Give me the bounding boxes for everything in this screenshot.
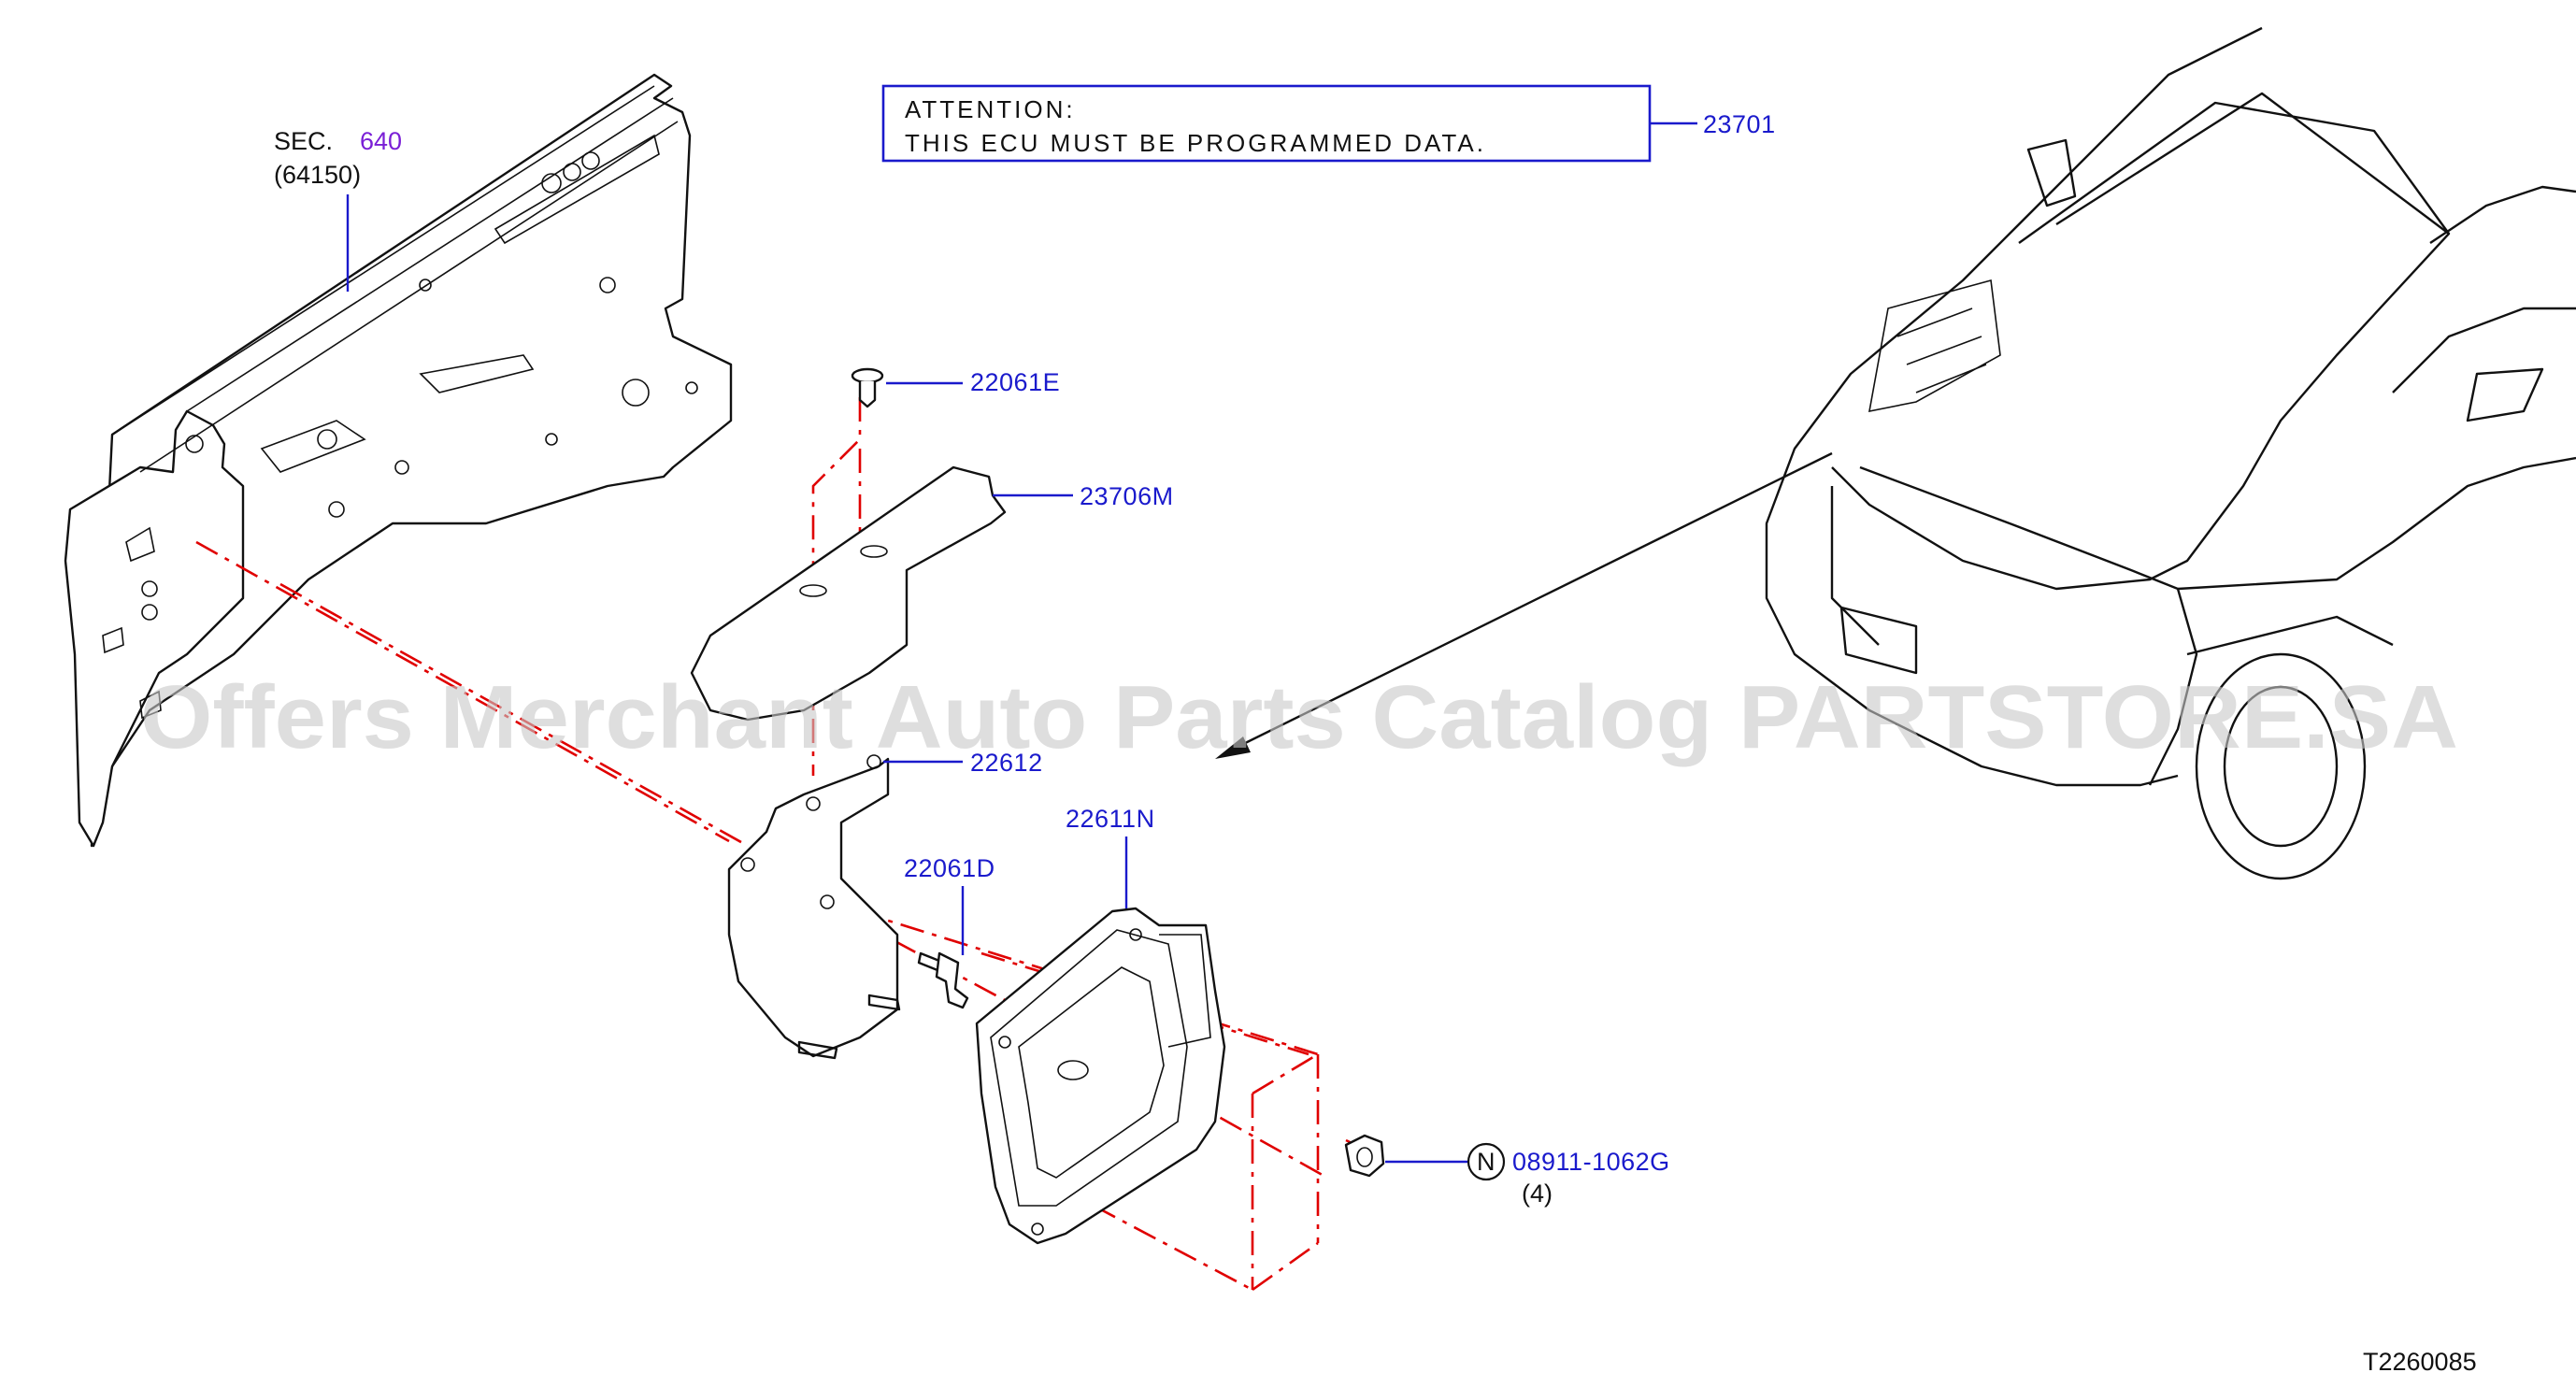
callout-22612: 22612 [883,749,1043,777]
callout-22611n: 22611N [1066,805,1155,908]
callout-label-23706m[interactable]: 23706M [1080,482,1174,510]
watermark-text: Offers Merchant Auto Parts Catalog PARTS… [140,667,2458,767]
section-reference: SEC. 640 (64150) [274,127,402,292]
ecu-unit-drawing [975,907,1226,1245]
attention-note: ATTENTION: THIS ECU MUST BE PROGRAMMED D… [881,84,1776,163]
attention-heading: ATTENTION: [905,95,1076,123]
nut-quantity: (4) [1522,1180,1553,1208]
callout-label-22061e[interactable]: 22061E [970,368,1060,396]
callout-23701[interactable]: 23701 [1703,110,1776,138]
clip-22061e-drawing [851,367,884,408]
callout-label-22611n[interactable]: 22611N [1066,805,1155,833]
section-prefix: SEC. [274,127,333,155]
nut-symbol-n: N [1477,1148,1496,1176]
callout-23706m: 23706M [993,482,1174,510]
callout-label-22061d[interactable]: 22061D [904,854,995,882]
callout-22061d: 22061D [904,854,995,955]
bolt-22061d-drawing [917,951,969,1009]
ecu-cover-drawing [690,465,1007,722]
attention-message: THIS ECU MUST BE PROGRAMMED DATA. [905,129,1486,157]
vehicle-overview-drawing [1765,26,2576,880]
nut-08911-drawing [1344,1134,1385,1178]
hoodledge-panel-drawing [64,73,733,848]
section-sub-number: (64150) [274,161,361,189]
callout-label-08911[interactable]: 08911-1062G [1512,1148,1670,1176]
callout-08911-1062g: N 08911-1062G (4) [1385,1142,1670,1208]
section-link-640[interactable]: 640 [360,127,402,155]
callout-22061e: 22061E [886,368,1060,396]
diagram-id: T2260085 [2363,1348,2477,1376]
callout-label-22612[interactable]: 22612 [970,749,1043,777]
location-pointer-arrow [1215,451,1833,759]
ecu-bracket-drawing [727,754,901,1060]
